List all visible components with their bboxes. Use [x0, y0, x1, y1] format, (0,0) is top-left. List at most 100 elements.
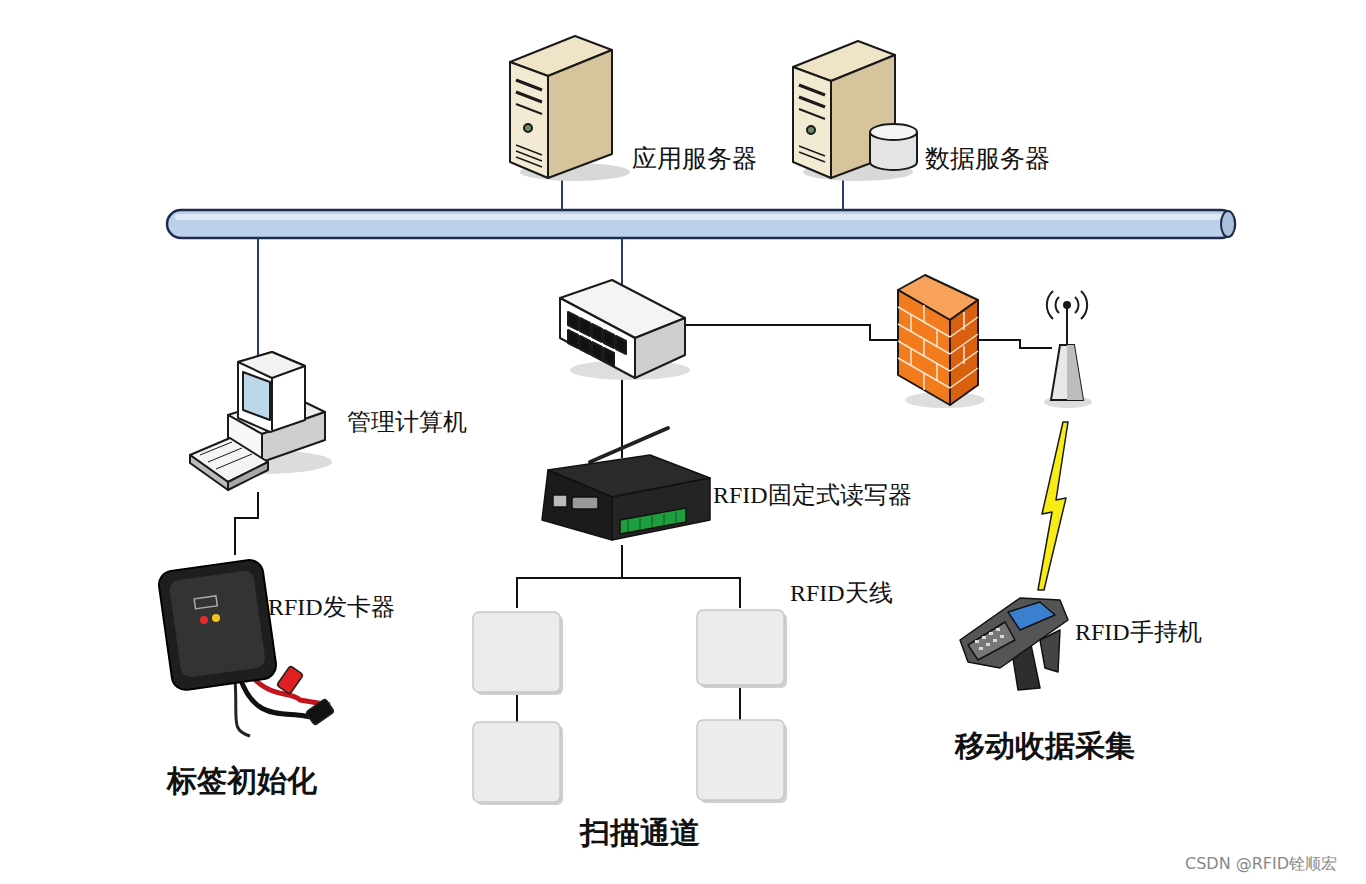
computer-icon-part — [238, 352, 305, 378]
base-station-icon-part — [1075, 297, 1078, 313]
reader-icon-part — [542, 470, 612, 540]
section-heading: 扫描通道 — [580, 815, 700, 851]
computer-icon-part — [216, 454, 252, 469]
database-server-icon — [793, 41, 917, 181]
connector — [517, 545, 740, 608]
card-issuer-icon-part — [212, 614, 220, 622]
server-node: 数据服务器 — [790, 35, 1065, 185]
base-station-icon-part — [1066, 305, 1068, 345]
network-bus-part — [175, 214, 1225, 220]
switch-icon-part — [568, 330, 578, 348]
wireless-link-part — [1038, 422, 1068, 590]
database-server-icon-part — [799, 85, 825, 95]
handheld-icon-part — [1008, 602, 1055, 630]
handheld-icon-part-part — [996, 628, 1000, 631]
switch-icon-part — [604, 348, 614, 366]
network-bus — [167, 210, 1235, 238]
firewall-icon-part-part — [950, 334, 978, 354]
computer-icon-part — [238, 352, 305, 432]
computer-node: 管理计算机 — [185, 352, 490, 492]
wire-part — [682, 325, 900, 340]
switch-icon-part — [635, 318, 685, 378]
card-issuer-icon-part — [306, 699, 335, 726]
server-icon-part — [548, 50, 612, 178]
reader-icon-part — [620, 508, 686, 534]
reader-icon-part — [640, 518, 641, 530]
reader-icon — [542, 428, 710, 540]
antenna-panel-part — [473, 612, 560, 692]
handheld-icon-part-part — [1000, 635, 1004, 638]
handheld-icon — [960, 598, 1068, 690]
computer-icon-part — [200, 442, 232, 455]
card-issuer-icon-part — [235, 680, 250, 736]
bus-wire-part — [257, 238, 259, 356]
card-issuer-icon-part — [200, 616, 208, 624]
base-station-icon-part — [1067, 345, 1083, 400]
handheld-icon-part — [968, 622, 1015, 660]
firewall-icon-part — [898, 305, 978, 390]
bus-wire-part — [621, 238, 623, 285]
server-icon-part — [516, 104, 542, 114]
computer-icon-part — [271, 378, 273, 430]
switch-icon — [560, 280, 690, 380]
handheld-icon-part-part — [989, 632, 993, 635]
card-issuer-icon-part — [194, 596, 217, 609]
firewall-icon — [898, 275, 985, 408]
handheld-icon-part — [1040, 630, 1060, 672]
section-heading: 标签初始化 — [167, 763, 317, 799]
switch-icon-part — [568, 312, 578, 330]
wire-part — [739, 685, 741, 720]
node-label: RFID天线 — [790, 579, 893, 608]
database-server-icon-part — [799, 146, 825, 156]
database-server-icon-part — [807, 126, 815, 134]
server-icon — [510, 36, 630, 181]
wireless-link — [1038, 422, 1068, 590]
database-server-icon-part — [870, 124, 917, 140]
reader-icon-part — [628, 520, 629, 532]
antenna-panel — [473, 610, 787, 805]
server-icon-part — [516, 145, 542, 155]
antenna-panel-part — [697, 720, 784, 800]
reader-icon-part — [676, 512, 677, 524]
firewall-icon-part — [898, 290, 950, 405]
node-label: RFID固定式读写器 — [713, 481, 912, 510]
antenna-panel-part — [473, 722, 560, 802]
firewall-icon-part-part — [950, 368, 978, 388]
device-node: RFID手持机 — [950, 592, 1225, 695]
base-station-icon-part — [1081, 291, 1087, 319]
node-label: 数据服务器 — [925, 144, 1050, 174]
base-station-icon-part — [1064, 302, 1070, 308]
antenna-node: RFID天线 — [465, 608, 910, 808]
switch-icon-part — [592, 342, 602, 360]
server-node: 应用服务器 — [505, 30, 770, 185]
wire-part — [621, 372, 623, 458]
base-station-icon-part — [1051, 345, 1083, 400]
device-node: RFID固定式读写器 — [535, 425, 945, 545]
switch-icon-part — [580, 336, 590, 354]
handheld-icon-part-part — [982, 636, 986, 639]
bus-wire-part — [842, 176, 844, 210]
reader-icon-part — [572, 497, 598, 509]
switch-icon-part — [580, 318, 590, 336]
switch-icon-part — [560, 298, 635, 378]
switch-icon-part — [604, 330, 614, 348]
firewall-icon-part-part — [910, 315, 912, 331]
card-issuer-icon-part — [157, 558, 278, 691]
firewall-icon-part-part — [950, 351, 978, 371]
switch-icon-part — [616, 336, 626, 354]
handheld-icon-part-part — [986, 643, 990, 646]
node-label: 管理计算机 — [347, 408, 467, 437]
firewall-icon-part-part — [936, 330, 938, 346]
server-icon-part — [516, 92, 542, 102]
firewall-icon-part-part — [923, 373, 925, 390]
computer-icon — [190, 352, 332, 490]
server-icon-part — [510, 62, 548, 178]
firewall-icon-part-part — [923, 339, 925, 356]
base-station-icon-part — [1047, 291, 1053, 319]
handheld-icon-part-part — [979, 647, 983, 650]
node-label: RFID手持机 — [1075, 618, 1202, 647]
reader-icon-part — [553, 495, 567, 507]
